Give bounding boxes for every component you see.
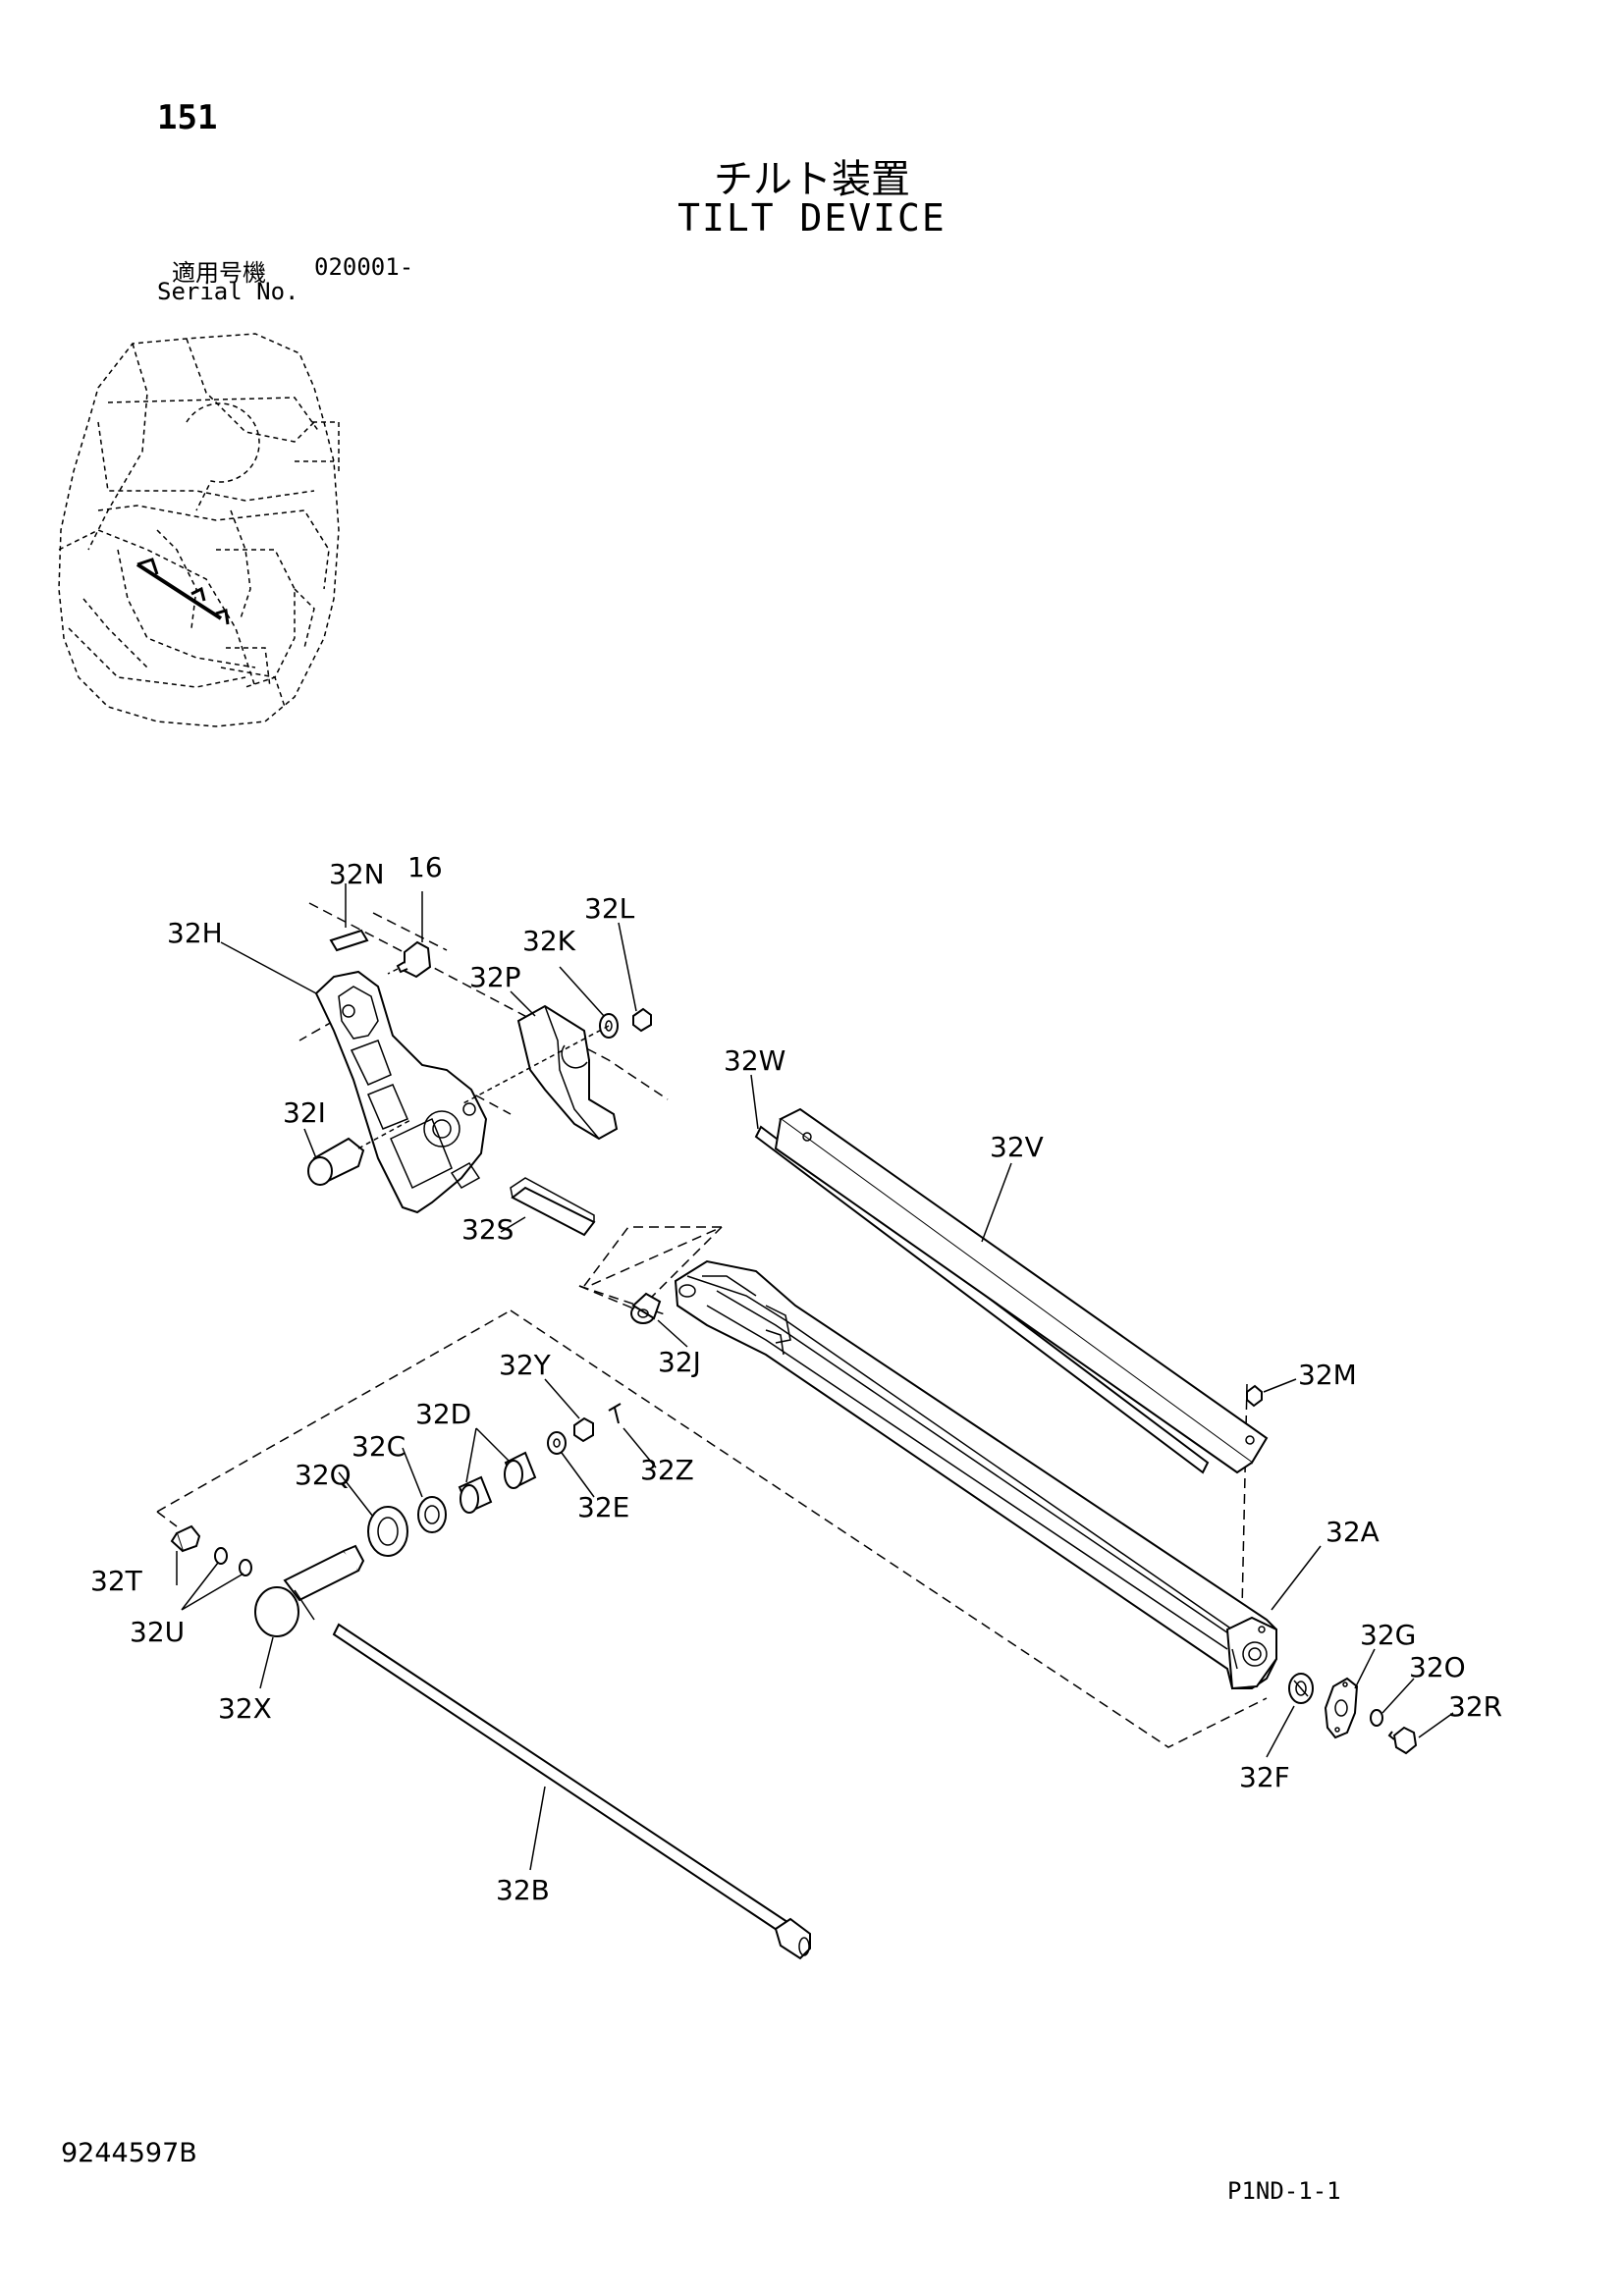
callout-32y: 32Y [499, 1349, 552, 1381]
callout-32s: 32S [461, 1213, 514, 1246]
callout-32e: 32E [577, 1491, 629, 1523]
serial-number-value: 020001- [314, 253, 414, 281]
part-32r-bolt [1387, 1726, 1418, 1755]
part-32x-handle-knob [254, 1544, 365, 1637]
part-32f-seal [1288, 1673, 1314, 1704]
callout-32t: 32T [90, 1565, 143, 1597]
callout-32g: 32G [1360, 1619, 1416, 1651]
callout-32l: 32L [584, 892, 635, 925]
callout-32j: 32J [658, 1346, 701, 1378]
part-32a-tilt-body [674, 1259, 1277, 1690]
machine-overview-thumbnail [58, 333, 340, 727]
part-32j-bushing [630, 1292, 662, 1324]
callout-32w: 32W [724, 1044, 785, 1077]
part-32l-bolt [460, 1007, 652, 1105]
callout-32h: 32H [167, 917, 223, 949]
part-32s-plate [510, 1177, 596, 1237]
callout-labels: 32N 16 32L 32H 32K 32P 32W 32V 32I 32S 3… [90, 851, 1502, 1906]
page-reference: P1ND-1-1 [1227, 2177, 1341, 2205]
part-32c-washer [417, 1496, 447, 1533]
callout-32n: 32N [329, 858, 385, 890]
part-32t-bolt [170, 1524, 201, 1553]
part-32g-plate [1324, 1677, 1359, 1739]
callout-32m: 32M [1298, 1359, 1357, 1391]
callout-32b: 32B [496, 1874, 550, 1906]
part-32m-bolt [1246, 1384, 1263, 1408]
callout-32v: 32V [990, 1131, 1044, 1163]
page-number: 151 [157, 98, 218, 137]
part-32y-nut [573, 1416, 594, 1443]
callout-32q: 32Q [295, 1459, 352, 1491]
leader-lines [176, 883, 1454, 1871]
callout-32p: 32P [469, 961, 521, 993]
callout-32u: 32U [130, 1616, 185, 1648]
callout-32c: 32C [352, 1430, 406, 1463]
callout-32d: 32D [415, 1398, 471, 1430]
callout-32a: 32A [1326, 1516, 1380, 1548]
part-32n-key [329, 929, 369, 952]
callout-32f: 32F [1239, 1761, 1290, 1793]
callout-32k: 32K [522, 925, 576, 957]
part-32b-shaft [332, 1623, 811, 1960]
document-code: 9244597B [61, 2138, 197, 2168]
part-32d-bushings [458, 1451, 537, 1514]
part-32p-block [516, 1004, 619, 1141]
callout-32o: 32O [1409, 1651, 1466, 1683]
callout-16: 16 [407, 851, 443, 883]
callout-32i: 32I [283, 1096, 326, 1129]
assembly-guide-lines [156, 902, 1268, 1748]
callout-32z: 32Z [640, 1454, 694, 1486]
callout-32x: 32X [218, 1692, 272, 1725]
part-32u-washers [214, 1547, 252, 1576]
part-32h-bracket [314, 970, 488, 1214]
serial-label-japanese: 適用号機 [172, 259, 266, 287]
part-32o-washer [1370, 1709, 1383, 1727]
part-32z-pin [608, 1403, 622, 1424]
part-32i-pin [307, 1118, 413, 1186]
page-title-english: TILT DEVICE [677, 196, 947, 240]
page-title-japanese: チルト装置 [714, 157, 910, 202]
part-32e-washer [547, 1431, 567, 1455]
serial-label-english: Serial No. [157, 278, 299, 305]
callout-32r: 32R [1448, 1690, 1502, 1723]
part-16-bolt [387, 940, 432, 979]
part-32v-cover-rail [774, 1107, 1269, 1474]
part-32q-washer [367, 1506, 408, 1557]
